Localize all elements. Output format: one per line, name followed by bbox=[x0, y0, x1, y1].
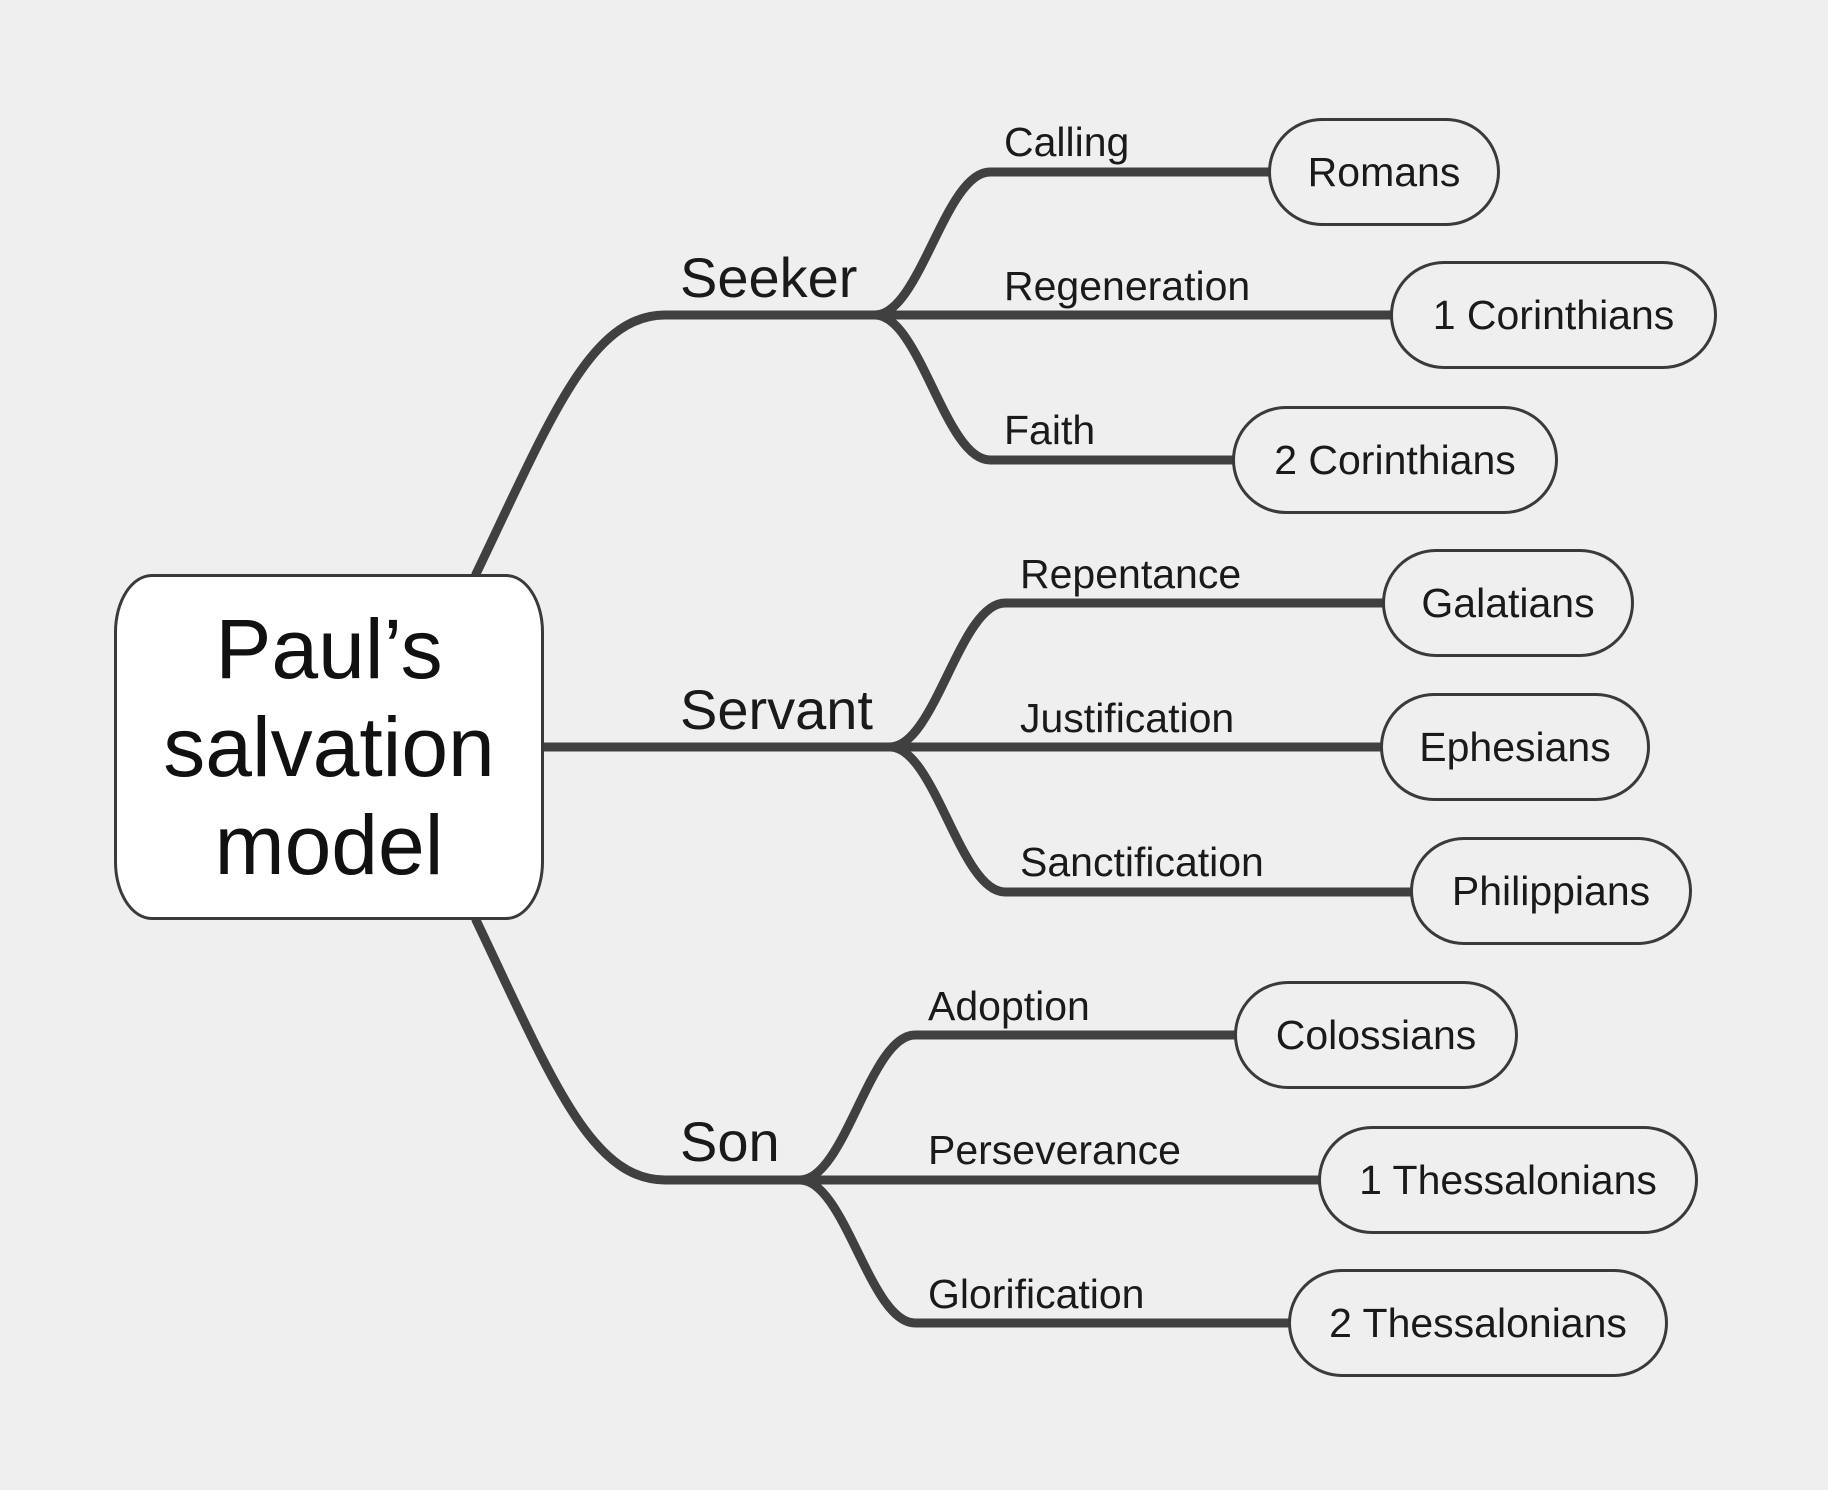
link-son-adoption bbox=[795, 1030, 1239, 1185]
link-servant-sanctification bbox=[885, 742, 1415, 897]
branch-son[interactable]: Son bbox=[680, 1110, 780, 1173]
branch-servant[interactable]: Servant bbox=[680, 678, 873, 741]
stage-sanctification[interactable]: Sanctification bbox=[1020, 839, 1264, 885]
link-root-seeker bbox=[471, 310, 880, 579]
root-title: Paul’s salvation model bbox=[163, 602, 495, 892]
stage-faith[interactable]: Faith bbox=[1004, 407, 1096, 453]
book-1-corinthians[interactable]: 1 Corinthians bbox=[1390, 261, 1717, 369]
stage-justification[interactable]: Justification bbox=[1020, 695, 1235, 741]
book-colossians[interactable]: Colossians bbox=[1234, 981, 1518, 1089]
link-seeker-calling bbox=[870, 167, 1273, 320]
link-root-son bbox=[471, 915, 805, 1185]
book-ephesians[interactable]: Ephesians bbox=[1380, 693, 1650, 801]
book-2-thessalonians[interactable]: 2 Thessalonians bbox=[1288, 1269, 1668, 1377]
branch-seeker[interactable]: Seeker bbox=[680, 246, 858, 309]
stage-glorification[interactable]: Glorification bbox=[928, 1271, 1145, 1317]
stage-perseverance[interactable]: Perseverance bbox=[928, 1127, 1181, 1173]
stage-calling[interactable]: Calling bbox=[1004, 119, 1130, 165]
book-1-thessalonians[interactable]: 1 Thessalonians bbox=[1318, 1126, 1698, 1234]
book-romans[interactable]: Romans bbox=[1268, 118, 1500, 226]
book-2-corinthians[interactable]: 2 Corinthians bbox=[1232, 406, 1558, 514]
stage-regeneration[interactable]: Regeneration bbox=[1004, 263, 1251, 309]
stage-adoption[interactable]: Adoption bbox=[928, 983, 1090, 1029]
stage-repentance[interactable]: Repentance bbox=[1020, 551, 1242, 597]
book-philippians[interactable]: Philippians bbox=[1410, 837, 1692, 945]
link-seeker-faith bbox=[870, 310, 1237, 465]
link-servant-repentance bbox=[885, 598, 1387, 752]
root-topic[interactable]: Paul’s salvation model bbox=[114, 574, 544, 920]
link-son-glorification bbox=[795, 1175, 1293, 1328]
book-galatians[interactable]: Galatians bbox=[1382, 549, 1634, 657]
